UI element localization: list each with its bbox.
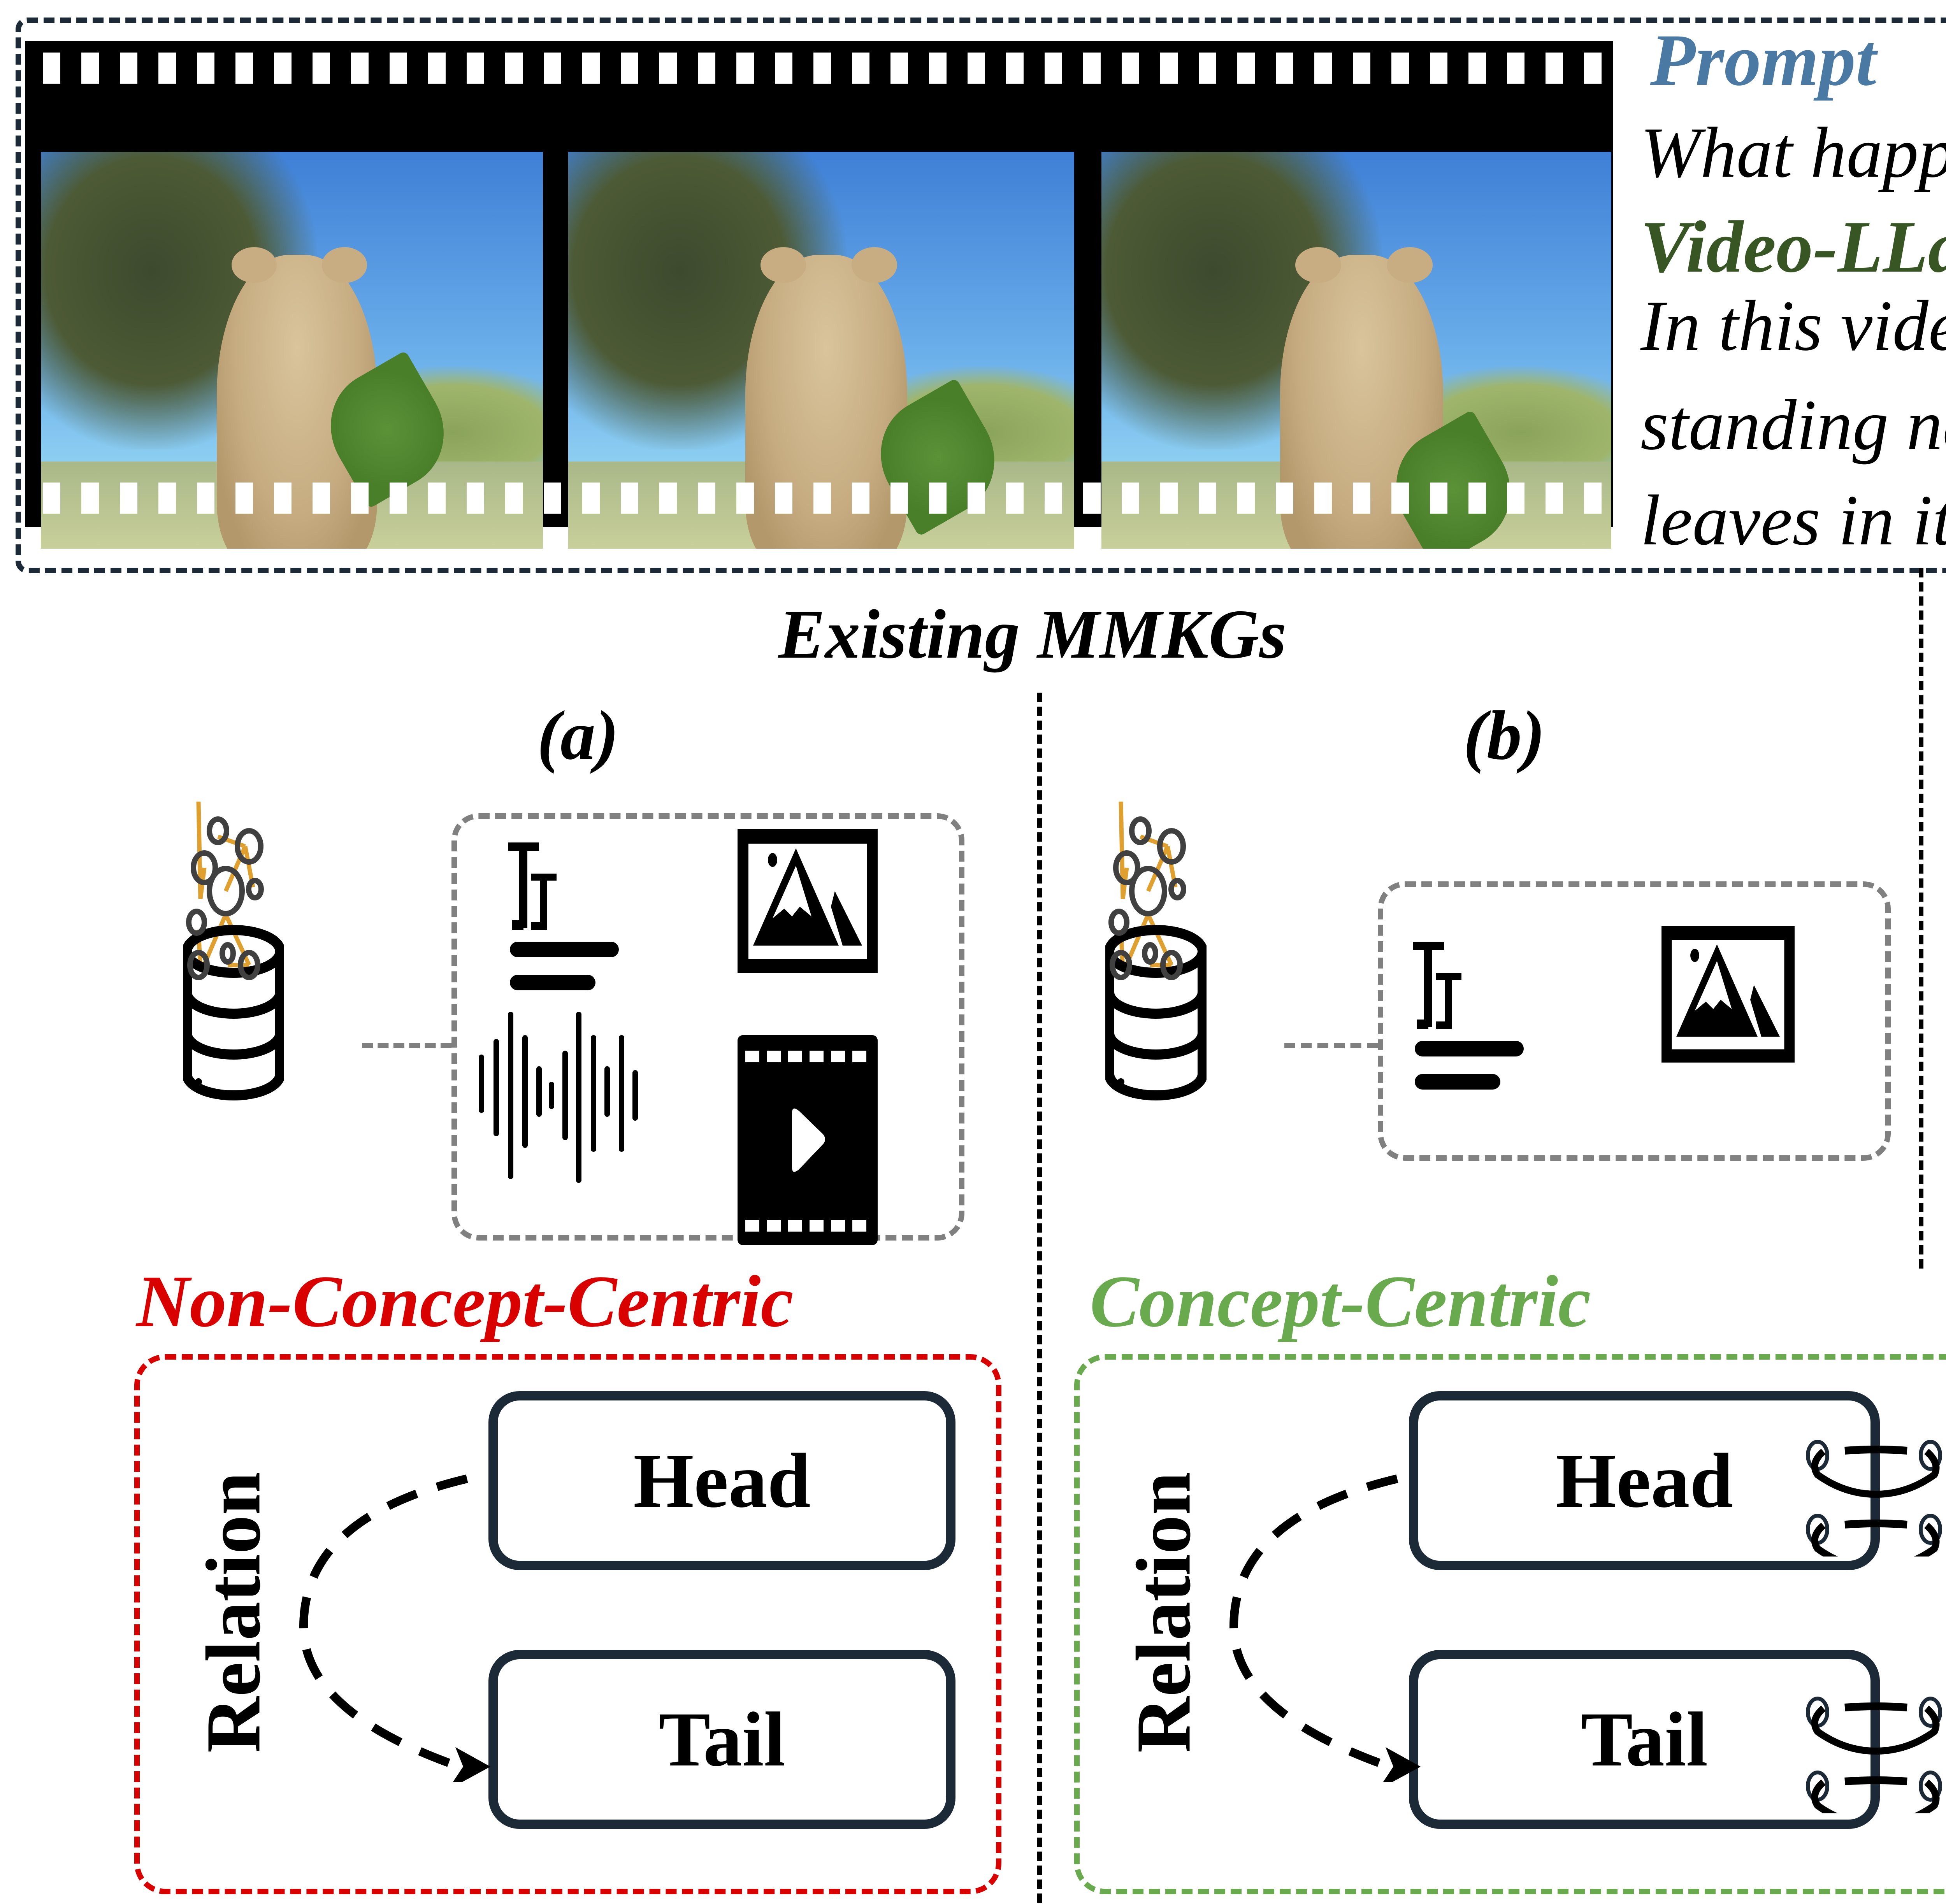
model-answer-line-1: In this video, we see a small kangaroo — [1640, 290, 1946, 362]
prompt-panel — [16, 18, 1946, 573]
modality-box-b — [1378, 881, 1891, 1161]
prompt-question: What happens in this video? — [1640, 113, 1946, 193]
text-icon — [508, 842, 619, 990]
relation-label: Relation — [190, 1472, 277, 1753]
answer-prefix: In this video, we see a — [1640, 286, 1946, 366]
concept-centric-label: Concept-Centric — [1090, 1261, 1591, 1342]
kg-modality-connector-b — [1284, 1043, 1378, 1048]
image-icon — [738, 829, 878, 973]
non-concept-centric-label: Non-Concept-Centric — [136, 1261, 794, 1342]
concept-centric-box — [1074, 1354, 1946, 1894]
video-filmstrip — [25, 41, 1613, 549]
relation-arrow — [1229, 1474, 1421, 1782]
head-entity: Head — [488, 1391, 955, 1570]
relation-label: Relation — [1121, 1472, 1207, 1753]
video-icon — [738, 1035, 878, 1245]
tail-entity: Tail — [1409, 1650, 1880, 1829]
film-sprocket-top — [43, 53, 1602, 84]
divider-b-c — [1919, 568, 1923, 1269]
prompt-heading: Prompt — [1650, 19, 1876, 101]
relation-arrow — [299, 1474, 490, 1782]
divider-a-b — [1037, 693, 1042, 1903]
video-frame-1 — [41, 152, 543, 549]
film-sprocket-bottom — [43, 483, 1602, 514]
kg-modality-connector-a — [362, 1043, 451, 1048]
binder-ring-link-tail — [1806, 1697, 1942, 1813]
kg-database-icon-b — [1105, 802, 1207, 1152]
section-a-label: (a) — [537, 697, 619, 774]
binder-ring-link-head — [1806, 1440, 1942, 1557]
section-b-label: (b) — [1463, 697, 1545, 774]
head-entity: Head — [1409, 1391, 1880, 1570]
model-answer-line-2: standing next to a tree while holding — [1640, 385, 1946, 465]
audio-icon — [479, 1012, 638, 1183]
model-answer-line-3: leaves in its hands. — [1640, 481, 1946, 560]
existing-mmkgs-title: Existing MMKGs — [778, 595, 1287, 673]
image-icon — [1661, 926, 1795, 1063]
video-frame-3 — [1101, 152, 1611, 549]
video-frame-2 — [568, 152, 1074, 549]
model-heading: Video-LLaMA2 — [1640, 206, 1946, 288]
tail-entity: Tail — [488, 1650, 955, 1829]
kg-database-icon-a — [183, 802, 284, 1152]
text-icon — [1413, 942, 1524, 1090]
non-concept-centric-box — [134, 1354, 1001, 1894]
